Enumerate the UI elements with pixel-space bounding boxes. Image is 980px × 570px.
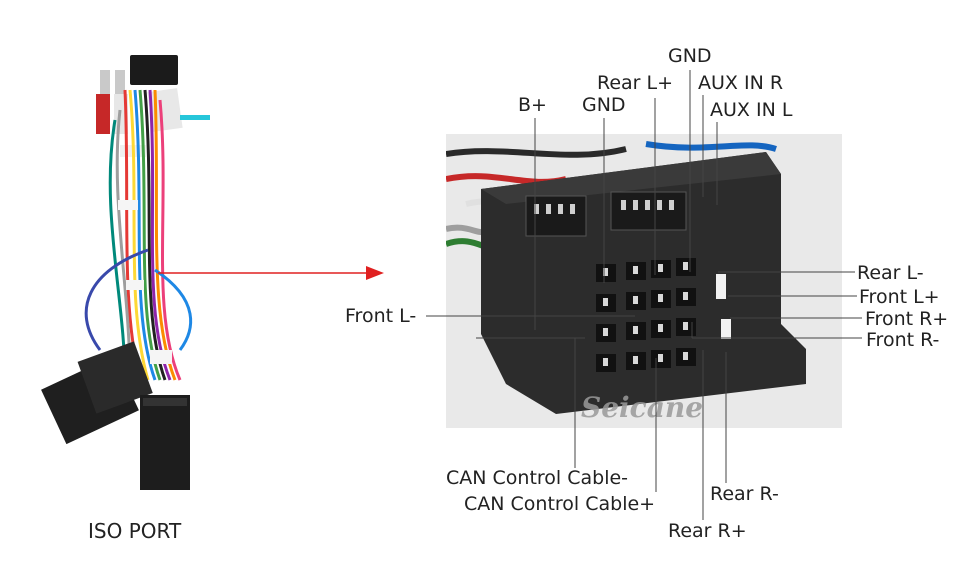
label-b-plus: B+	[518, 94, 547, 116]
label-rear-l-minus: Rear L-	[857, 262, 924, 284]
label-can-control-minus: CAN Control Cable-	[446, 467, 629, 489]
label-rear-r-minus: Rear R-	[710, 483, 779, 505]
connector-photo: Seicane	[446, 134, 842, 428]
label-front-r-minus: Front R-	[866, 329, 940, 351]
label-rear-r-plus: Rear R+	[668, 520, 747, 542]
label-aux-in-l: AUX IN L	[710, 99, 793, 121]
label-can-control-plus: CAN Control Cable+	[464, 493, 656, 515]
seicane-watermark: Seicane	[581, 391, 703, 424]
label-gnd-top: GND	[668, 45, 712, 67]
label-front-l-plus: Front L+	[859, 286, 940, 308]
label-gnd: GND	[582, 94, 626, 116]
label-rear-l-plus: Rear L+	[597, 72, 674, 94]
iso-port-caption: ISO PORT	[88, 519, 182, 543]
wiring-harness-image	[41, 55, 210, 490]
label-aux-in-r: AUX IN R	[698, 72, 784, 94]
label-front-r-plus: Front R+	[865, 308, 949, 330]
label-front-l-minus: Front L-	[345, 305, 417, 327]
